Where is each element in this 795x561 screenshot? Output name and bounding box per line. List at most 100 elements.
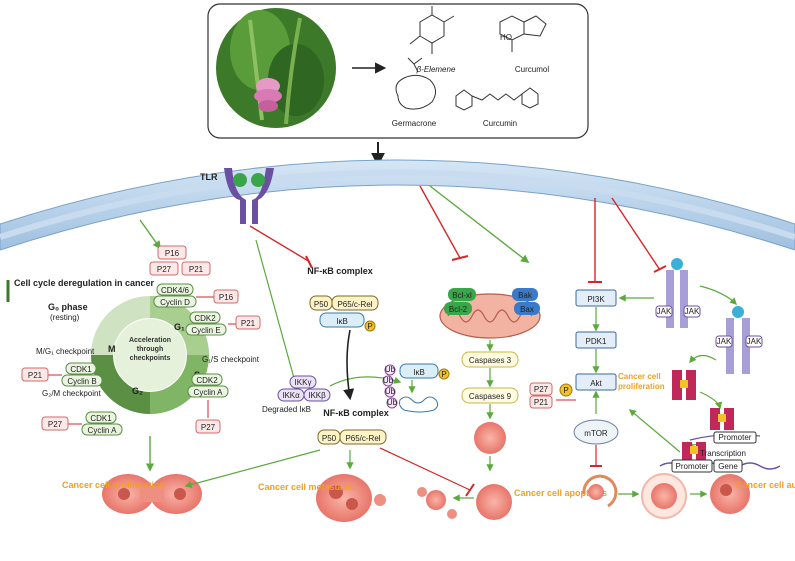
p21-top-box: P21 — [189, 265, 204, 274]
mtor-box: mTOR — [584, 429, 608, 438]
apoptosis-section: Bcl-xl Bcl-2 Bak Bax Caspases 3 Caspases… — [417, 288, 607, 520]
g0-label: G₀ phase — [48, 302, 88, 312]
ubiquitin-cluster: Ub Ub Ub Ub — [382, 364, 398, 409]
nfkb-outcome-label: Cancer cell metastasis — [258, 482, 355, 492]
g1-s-checkpoint-label: G₁/S checkpoint — [202, 355, 260, 364]
membrane-to-cellcycle-arrow — [139, 219, 161, 250]
germacrone-structure — [395, 57, 436, 110]
bclxl-box: Bcl-xl — [452, 291, 472, 300]
cyclin-b-box: Cyclin B — [67, 377, 96, 386]
p50-2-box: P50 — [322, 434, 337, 443]
stat-dimer-2 — [710, 408, 734, 430]
caspase9-box: Caspases 9 — [469, 392, 512, 401]
cdk1-a-box: CDK1 — [90, 414, 112, 423]
ikkb-box: IKKβ — [308, 391, 326, 400]
cell-cycle-outcome-label: Cancer cell proliferation — [62, 480, 165, 490]
caspase3-box: Caspases 3 — [469, 356, 512, 365]
apoptosis-cell-image — [474, 422, 506, 454]
metastasis-cell-image — [316, 474, 386, 522]
apoptosis-outcome-label: Cancer cell apoptosis — [514, 488, 607, 498]
g0-sub-label: (resting) — [50, 313, 80, 322]
svg-text:Ub: Ub — [387, 398, 398, 407]
cdk2-e-box: CDK2 — [194, 314, 216, 323]
svg-text:JAK: JAK — [685, 307, 700, 316]
g2-label: G₂ — [132, 386, 143, 396]
cell-cycle-wheel — [91, 296, 209, 414]
ikb2-box: IκB — [413, 368, 425, 377]
svg-text:Ub: Ub — [385, 365, 396, 374]
p50-box: P50 — [314, 300, 329, 309]
p27-a-box: P27 — [201, 423, 216, 432]
p16-top-box: P16 — [165, 249, 180, 258]
tlr-receptor — [224, 168, 274, 224]
degraded-ikb-label: Degraded IκB — [262, 405, 311, 414]
promoter-box-1: Promoter — [719, 433, 752, 442]
ikkg-box: IKKγ — [295, 378, 312, 387]
beta-elemene-structure — [409, 6, 455, 54]
tlr-to-ikk-arrow — [255, 239, 302, 402]
g2-m-checkpoint-label: G₂/M checkpoint — [42, 389, 101, 398]
akt-box: Akt — [590, 379, 602, 388]
autophagy-images — [582, 473, 750, 519]
cdk1-b-box: CDK1 — [70, 365, 92, 374]
gene-box: Gene — [718, 462, 738, 471]
p27-pi3k-box: P27 — [534, 385, 549, 394]
transcription-label: Transcription — [700, 449, 746, 458]
autophagy-outcome-label: Cancer cell autophagy — [736, 480, 795, 490]
p27-top-box: P27 — [157, 265, 172, 274]
svg-text:Ub: Ub — [383, 376, 394, 385]
p21-b-box: P21 — [28, 371, 43, 380]
cyclin-d-box: Cyclin D — [160, 298, 190, 307]
curcumin-structure — [455, 87, 539, 111]
pi3k-box: PI3K — [587, 295, 605, 304]
cell-membrane — [0, 159, 795, 251]
beta-elemene-label: β-Elemene — [416, 65, 456, 74]
ikb2-phospho: P — [441, 370, 446, 379]
germacrone-label: Germacrone — [392, 119, 437, 128]
apoptotic-bodies-image — [417, 484, 512, 520]
svg-text:Ub: Ub — [385, 387, 396, 396]
svg-text:JAK: JAK — [747, 337, 762, 346]
p16-side-box: P16 — [219, 293, 234, 302]
cdk2-a-box: CDK2 — [196, 376, 218, 385]
p65-2-box: P65/c-Rel — [345, 434, 380, 443]
cell-cycle-section: Cell cycle deregulation in cancer P16 P2… — [6, 245, 261, 514]
ikb-box: IκB — [336, 317, 348, 326]
p21-pi3k-box: P21 — [534, 398, 549, 407]
p21-e-box: P21 — [241, 319, 256, 328]
curcumin-label: Curcumin — [483, 119, 517, 128]
g1-label: G₁ — [174, 322, 185, 332]
pi3k-section: PI3K PDK1 Akt P27 P21 P mTOR Cancer cell… — [529, 289, 795, 519]
stat-dimer-1 — [672, 370, 696, 400]
compound-panel: β-Elemene HO Curcumol Germacrone Curcumi… — [207, 3, 589, 139]
turmeric-plant-image — [216, 8, 336, 128]
p65-box: P65/c-Rel — [337, 300, 372, 309]
jak-section: JAK JAK JAK JAK Promoter — [618, 258, 781, 473]
curcumol-label: Curcumol — [515, 65, 549, 74]
akt-phospho: P — [563, 386, 568, 395]
ikka-box: IKKα — [282, 391, 300, 400]
cdk46-box: CDK4/6 — [161, 286, 190, 295]
m-label: M — [108, 344, 116, 354]
jak-receptor-1 — [666, 258, 688, 328]
tlr-inhibit-line — [249, 225, 311, 263]
nfkb-section: NF-κB complex P50 P65/c-Rel IκB P IKKγ I… — [184, 266, 475, 522]
stat-dimer-3 — [682, 442, 706, 462]
promoter-box-2: Promoter — [676, 462, 709, 471]
cyclin-a-left-box: Cyclin A — [88, 426, 118, 435]
nfkb-complex-label: NF-κB complex — [307, 266, 373, 276]
cyclin-a-right-box: Cyclin A — [194, 388, 224, 397]
cell-cycle-header: Cell cycle deregulation in cancer — [14, 278, 155, 288]
jak-outcome-label: Cancer cell proliferation — [618, 372, 665, 391]
ikb-phospho: P — [367, 322, 372, 331]
degraded-ikb-fragments — [399, 396, 439, 413]
nfkb-complex2-label: NF-κB complex — [323, 408, 389, 418]
tlr-label: TLR — [200, 172, 218, 182]
svg-text:JAK: JAK — [717, 337, 732, 346]
bak-box: Bak — [518, 291, 533, 300]
m-g1-checkpoint-label: M/G₁ checkpoint — [36, 347, 95, 356]
bcl2-box: Bcl-2 — [449, 305, 468, 314]
p27-l-box: P27 — [48, 420, 63, 429]
cyclin-e-box: Cyclin E — [191, 326, 220, 335]
svg-text:JAK: JAK — [657, 307, 672, 316]
